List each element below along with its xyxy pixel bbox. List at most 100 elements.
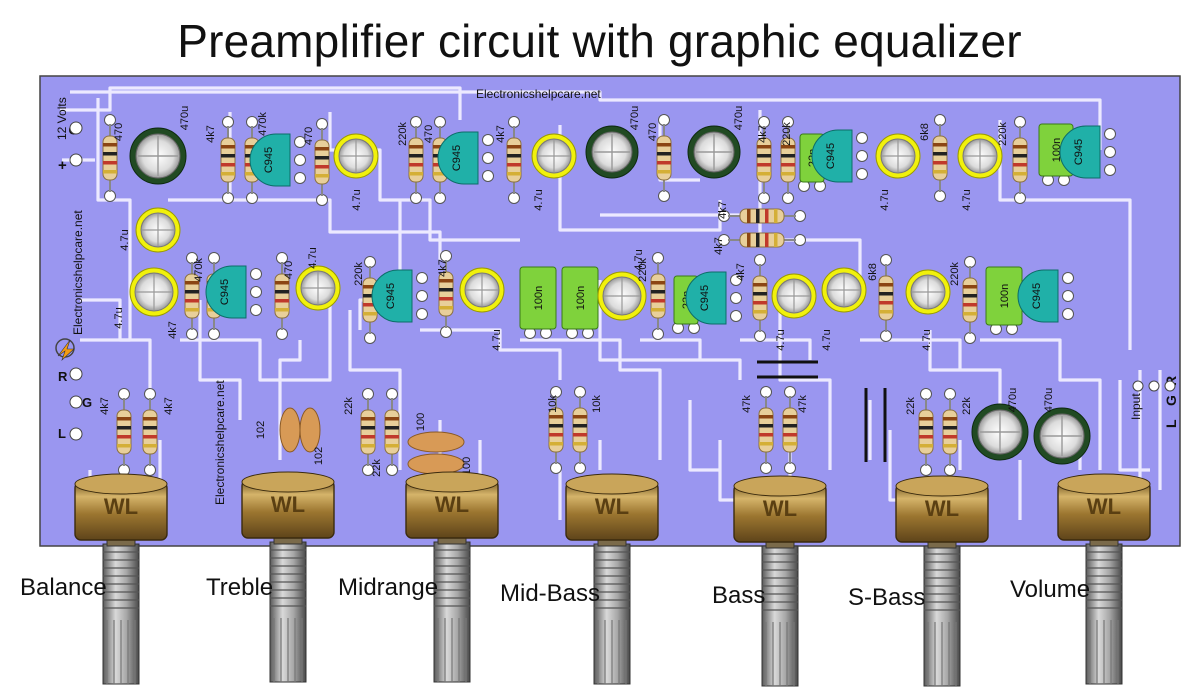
small-cap-label: 4.7u (775, 329, 787, 350)
resistor: 470 (102, 123, 125, 192)
electrolytic-capacitor-small: 4.7u (119, 207, 181, 253)
resistor: 220k (397, 122, 424, 194)
polyester-capacitor: 100n (985, 266, 1023, 326)
resistor: 470 (303, 127, 330, 196)
electrolytic-capacitor-small: 4.7u (333, 133, 379, 211)
resistor-value-label: 22k (371, 459, 383, 477)
resistor: 22k (343, 397, 376, 466)
pot-sbass[interactable]: WL (895, 475, 989, 687)
pot-midrange[interactable]: WL (405, 471, 499, 683)
resistor-value-label: 22k (343, 397, 355, 415)
resistor: 4k7 (495, 125, 522, 194)
electrolytic-capacitor-small: 4.7u (113, 267, 179, 329)
pot-midbass[interactable]: WL (565, 473, 659, 685)
transistor-c945: C945 (249, 133, 291, 187)
pot-label-midbass: Mid-Bass (500, 580, 601, 607)
watermark-top: Electronicshelpcare.net (476, 87, 601, 101)
pot-body-text: WL (104, 494, 138, 519)
resistor: 47k (782, 395, 809, 464)
pot-body-text: WL (1087, 494, 1121, 519)
resistor-value-label: 10k (591, 395, 603, 413)
small-cap-label: 4.7u (633, 249, 645, 270)
electrolytic-capacitor-large: 470u (971, 388, 1029, 461)
resistor-value-label: 47k (797, 395, 809, 413)
resistor-value-label: 470 (113, 123, 125, 141)
transistor-label: C945 (825, 143, 837, 169)
resistor: 6k8 (919, 123, 948, 192)
pot-label-volume: Volume (1010, 576, 1091, 603)
large-cap-label: 470u (1007, 388, 1019, 412)
transistor-c945: C945 (205, 265, 247, 319)
polyester-cap-label: 100n (999, 284, 1011, 308)
small-cap-label: 4.7u (533, 189, 545, 210)
ceramic-capacitor: 100 (407, 453, 473, 475)
resistor: 220k (949, 262, 978, 334)
ceramic-cap-label: 102 (313, 447, 325, 465)
transistor-c945: C945 (437, 131, 479, 185)
ceramic-cap-label: 100 (461, 457, 473, 475)
transistor-label: C945 (219, 279, 231, 305)
resistor: 220k (780, 122, 796, 194)
resistor: 220k (637, 258, 666, 330)
small-cap-label: 4.7u (879, 189, 891, 210)
electrolytic-capacitor-small: 4.7u (295, 247, 341, 311)
pot-treble[interactable]: WL (241, 471, 335, 683)
polyester-cap-label: 100n (575, 286, 587, 310)
resistor-value-label: 470 (423, 125, 435, 143)
resistor: 10k (572, 395, 603, 464)
resistor: 470 (647, 123, 672, 192)
ceramic-capacitor: 100 (407, 413, 465, 453)
potentiometers: WL WL WL WL WL WL WL (74, 471, 1151, 687)
resistor-value-label: 22k (905, 397, 917, 415)
resistor-value-label: 220k (949, 262, 961, 286)
large-cap-label: 470u (1043, 388, 1055, 412)
resistor-value-label: 6k8 (919, 123, 931, 141)
electrolytic-capacitor-large: 470u (585, 106, 641, 179)
pot-label-sbass: S-Bass (848, 584, 926, 611)
transistor-c945: C945 (1059, 125, 1101, 179)
pot-body-text: WL (763, 496, 797, 521)
pot-label-treble: Treble (206, 574, 274, 601)
transistor-label: C945 (1031, 283, 1043, 309)
small-cap-label: 4.7u (307, 247, 319, 268)
power-volts-label: 12 Volts (55, 97, 69, 140)
resistor: 470 (274, 261, 295, 330)
small-cap-label: 4.7u (921, 329, 933, 350)
resistor: 4k7 (99, 397, 132, 466)
pot-body-text: WL (925, 496, 959, 521)
large-cap-label: 470u (179, 106, 191, 130)
watermark-mid: Electronicshelpcare.net (213, 380, 227, 505)
resistor-value-label: 4k7 (735, 263, 747, 281)
small-cap-label: 4.7u (491, 329, 503, 350)
pot-volume[interactable]: WL (1057, 473, 1151, 685)
resistor: 4k7 (142, 397, 175, 466)
electrolytic-capacitor-small: 4.7u (875, 133, 921, 211)
resistor-value-label: 4k7 (713, 237, 725, 255)
resistor-value-label: 4k7 (167, 321, 179, 339)
polyester-capacitor: 100n (519, 266, 557, 330)
ceramic-capacitor: 102 (299, 407, 325, 465)
brand-logo (55, 338, 75, 362)
resistor-value-label: 220k (397, 122, 409, 146)
out-l-label: L (58, 426, 66, 441)
resistor-value-label: 4k7 (99, 397, 111, 415)
electrolytic-capacitor-small: 4.7u (957, 133, 1003, 211)
pot-bass[interactable]: WL (733, 475, 827, 687)
input-g-label: G (1163, 395, 1179, 406)
pot-balance[interactable]: WL (74, 473, 168, 685)
small-cap-label: 4.7u (821, 329, 833, 350)
electrolytic-capacitor-small: 4.7u (531, 133, 577, 211)
resistor: 6k8 (867, 263, 894, 332)
electrolytic-capacitor-small: 4.7u (905, 269, 951, 351)
small-cap-label: 4.7u (961, 189, 973, 210)
transistor-label: C945 (1073, 139, 1085, 165)
resistor-value-label: 4k7 (717, 201, 729, 219)
transistor-label: C945 (451, 145, 463, 171)
resistor: 47k (741, 395, 774, 464)
pot-label-balance: Balance (20, 574, 107, 601)
resistor-value-label: 22k (961, 397, 973, 415)
electrolytic-capacitor-small: 4.7u (597, 249, 647, 321)
electrolytic-capacitor-large: 470u (1033, 388, 1091, 465)
resistor: 220k (997, 122, 1028, 194)
